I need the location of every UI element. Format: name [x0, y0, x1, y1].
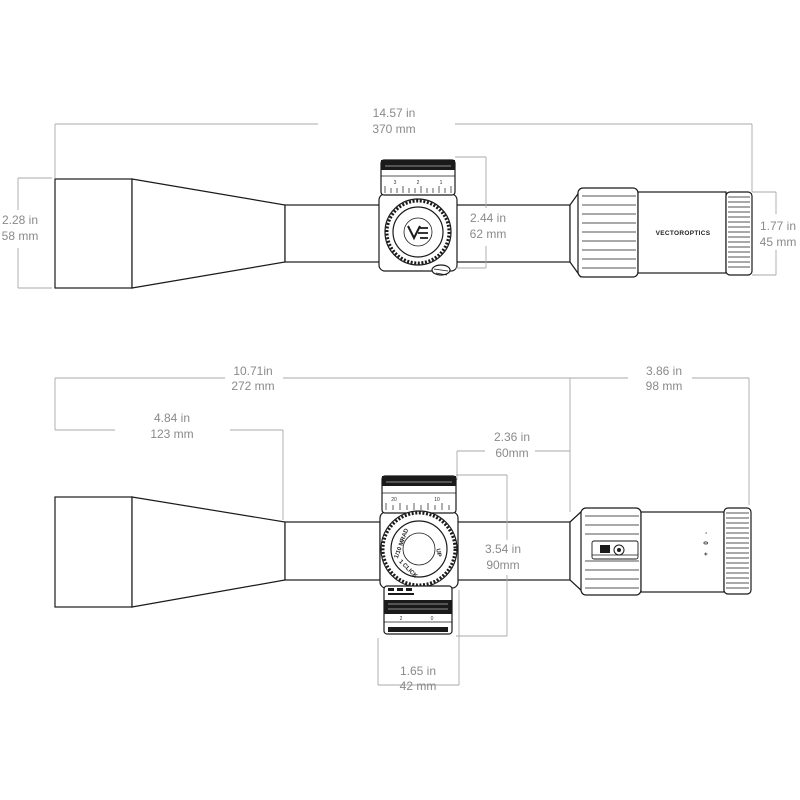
rear-length-dimension: 3.86 in 98 mm [570, 364, 750, 505]
turret-assembly-side: 20 10 1/10 MRAD 1 CLICK UP 2 0 [379, 475, 459, 635]
eyepiece-grip-ridges-side [585, 515, 639, 589]
windage-cap-knurl [385, 199, 451, 265]
tube-to-turret-inch: 2.36 in [494, 430, 530, 444]
eyepiece-diameter-dimension: 1.77 in 45 mm [752, 191, 797, 276]
diopter-plus-mark: + [704, 552, 710, 556]
parallax-scale-label-2: 2 [400, 616, 403, 622]
windage-scale-label-10: 10 [434, 497, 440, 503]
eyepiece-grip-ridges-top [582, 195, 636, 269]
turret-span-dimension: 3.54 in 90mm [456, 474, 521, 637]
windage-up-label: UP [434, 548, 441, 557]
turret-span-mm: 90mm [486, 558, 519, 572]
turret-width-dimension: 1.65 in 42 mm [377, 590, 460, 693]
tube-to-turret-dimension: 2.36 in 60mm [456, 430, 570, 480]
tube-to-turret-mm: 60mm [495, 446, 528, 460]
turret-span-inch: 3.54 in [485, 542, 521, 556]
elevation-scale-label-1: 1 [440, 180, 443, 186]
eyepiece-side: + 0 - [580, 507, 752, 596]
windage-scale-label-20: 20 [391, 497, 397, 503]
eyepiece-top: VECTOROPTICS [577, 187, 753, 278]
diopter-zero-mark: 0 [704, 541, 710, 545]
parallax-scale-label-0: 0 [431, 616, 434, 622]
objective-bell-inch: 4.84 in [154, 411, 190, 425]
turret-width-mm: 42 mm [400, 679, 437, 693]
elevation-scale-ticks [384, 186, 452, 193]
elevation-scale-label-2: 2 [417, 180, 420, 186]
overall-length-inch: 14.57 in [373, 106, 416, 120]
top-view: 14.57 in 370 mm 2.28 in 58 mm [2, 106, 797, 289]
side-view: 10.71in 272 mm 3.86 in 98 mm 4.84 in 123… [54, 364, 752, 693]
elevation-scale-label-3: 3 [394, 180, 397, 186]
front-length-dimension: 10.71in 272 mm [54, 364, 571, 512]
eyepiece-diopter-knurl-top [728, 196, 750, 268]
overall-length-dimension: 14.57 in 370 mm [54, 106, 753, 192]
illumination-markings [388, 588, 414, 595]
turret-width-inch: 1.65 in [400, 664, 436, 678]
objective-bell-mm: 123 mm [150, 427, 193, 441]
vector-optics-logo-icon [407, 225, 428, 241]
turret-height-mm: 62 mm [470, 227, 507, 241]
turret-height-dimension: 2.44 in 62 mm [455, 156, 507, 269]
front-length-inch: 10.71in [233, 364, 272, 378]
eyepiece-diameter-mm: 45 mm [760, 235, 797, 249]
parallax-knurl [384, 600, 452, 614]
rear-length-inch: 3.86 in [646, 364, 682, 378]
eyepiece-diopter-knurl-side [726, 512, 749, 589]
scope-body-top [54, 178, 581, 289]
overall-length-mm: 370 mm [372, 122, 415, 136]
brand-text: VECTOROPTICS [656, 230, 711, 237]
objective-diameter-mm: 58 mm [2, 229, 39, 243]
objective-diameter-dimension: 2.28 in 58 mm [2, 177, 52, 289]
diopter-minus-mark: - [704, 532, 710, 534]
eyepiece-diameter-inch: 1.77 in [760, 219, 796, 233]
throw-lever [591, 540, 639, 560]
windage-cap-knurl-side [381, 511, 457, 587]
objective-bell-dimension: 4.84 in 123 mm [55, 411, 284, 520]
objective-diameter-inch: 2.28 in [2, 213, 38, 227]
front-length-mm: 272 mm [231, 379, 274, 393]
windage-scale-ticks [385, 503, 450, 510]
turret-knurl-top [381, 160, 455, 170]
rear-length-mm: 98 mm [646, 379, 683, 393]
turret-height-inch: 2.44 in [470, 211, 506, 225]
turret-block-top: 3 2 1 [378, 159, 458, 276]
